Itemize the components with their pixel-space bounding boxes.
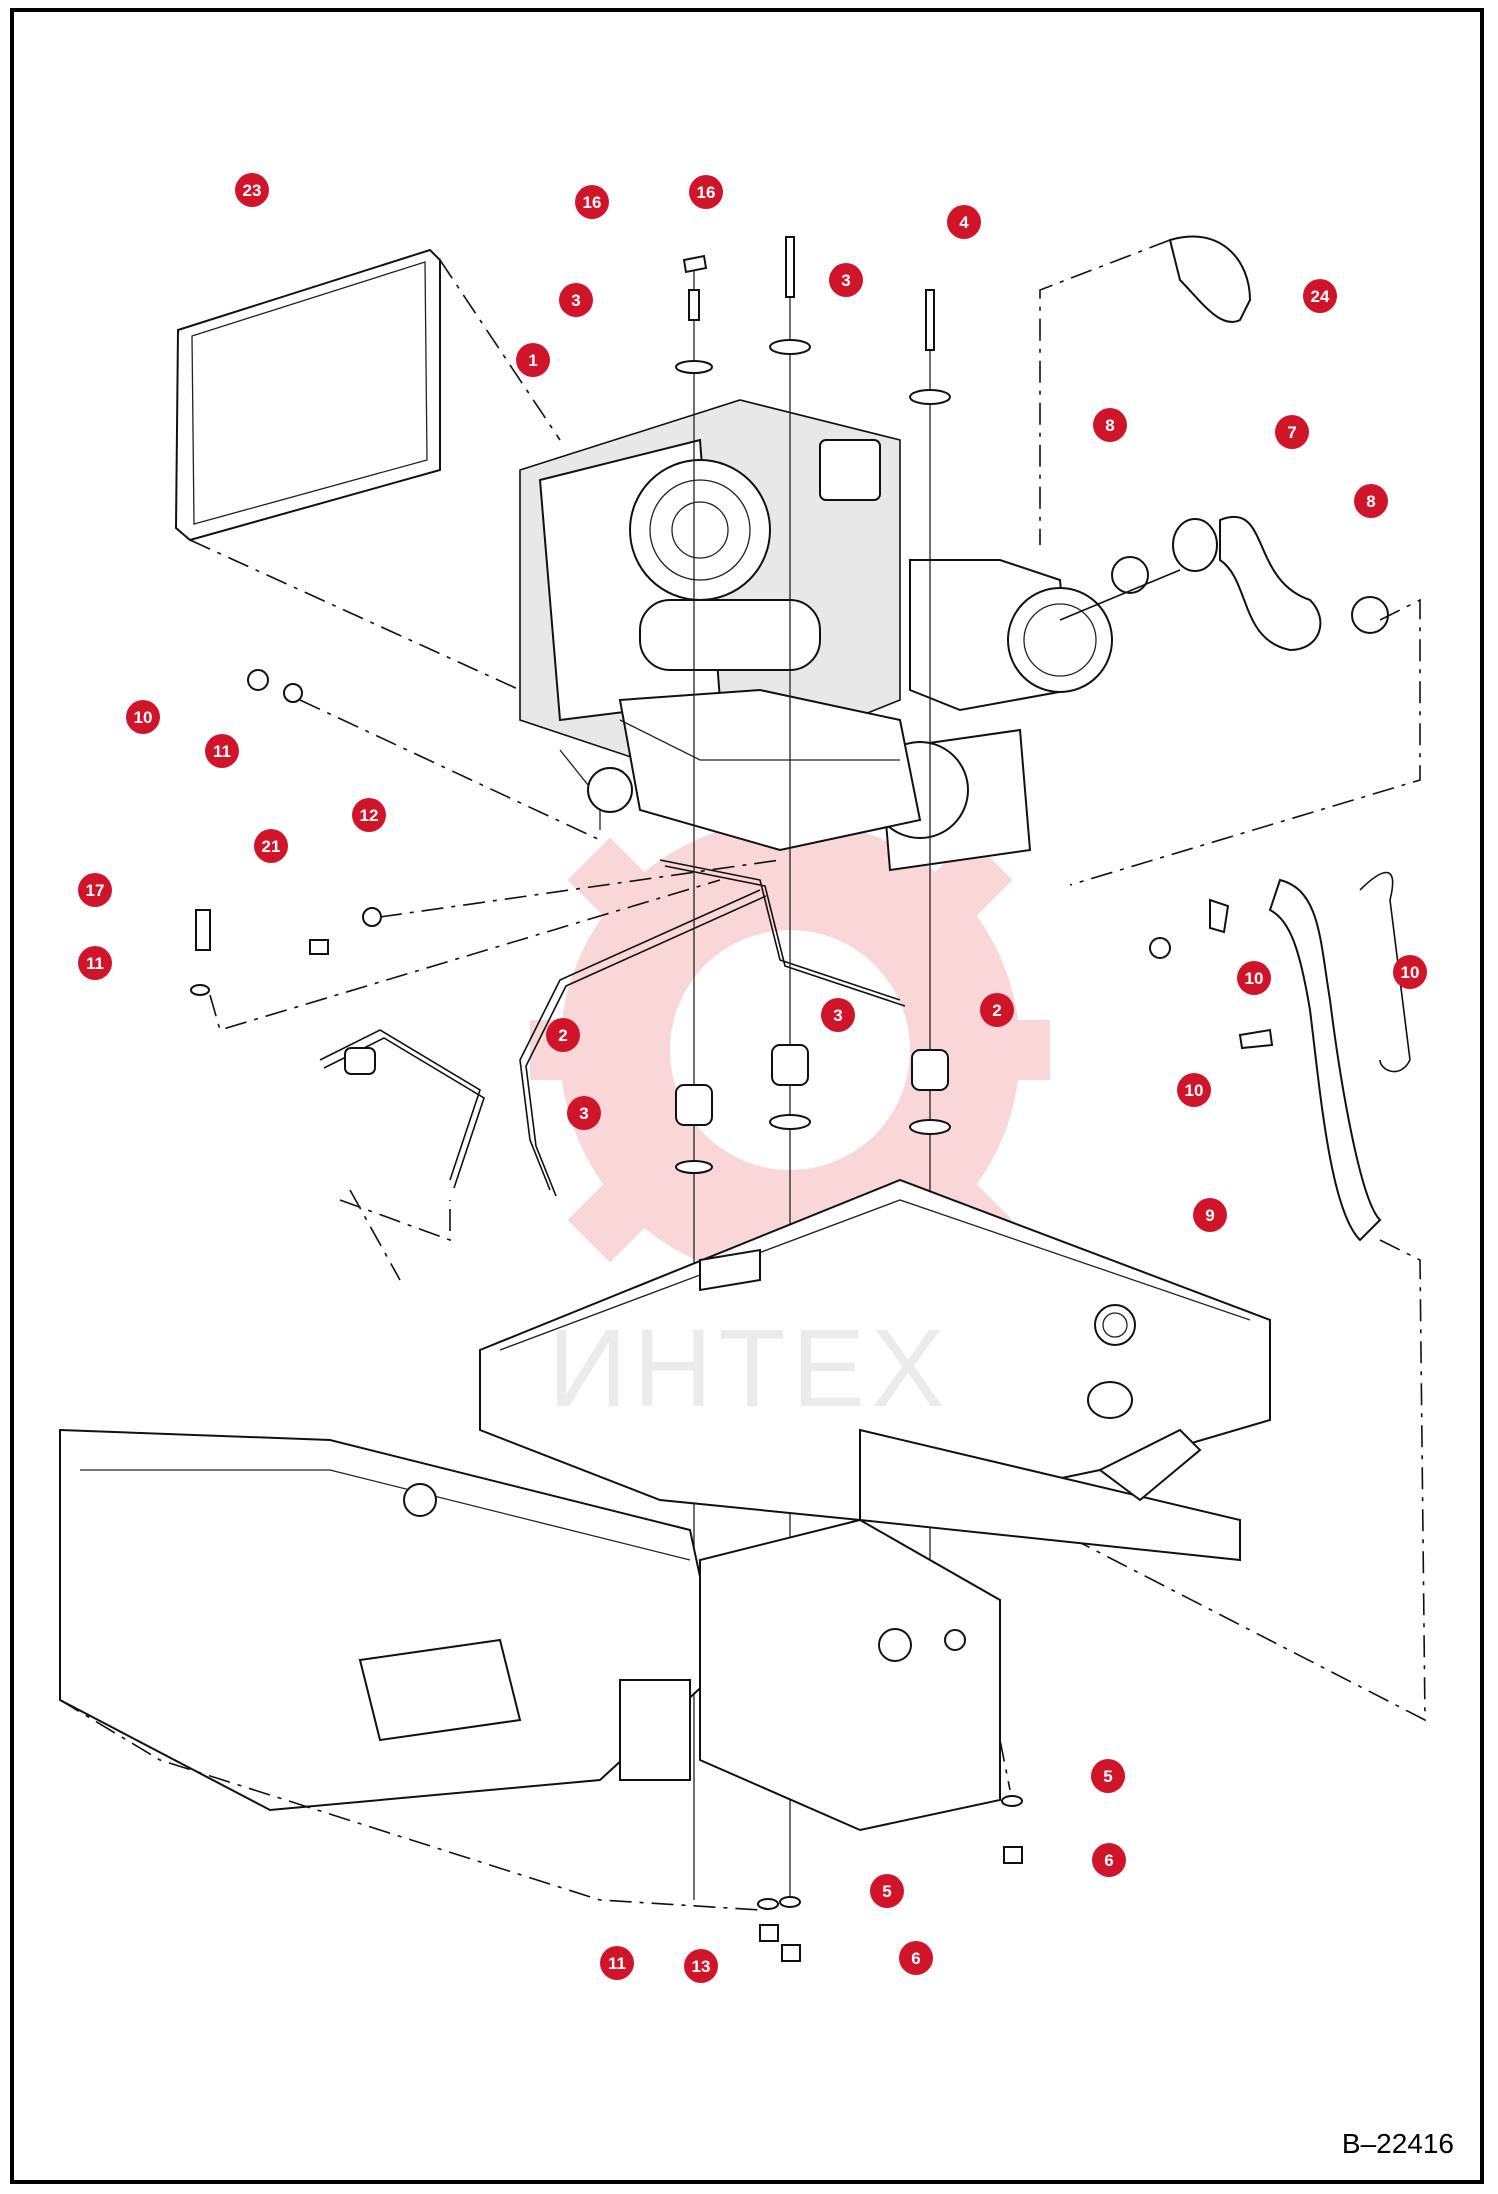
callout-label: 24: [1311, 287, 1330, 306]
callout-label: 12: [360, 806, 379, 825]
callout-2: 2: [980, 993, 1014, 1027]
callout-label: 8: [1105, 416, 1114, 435]
callout-11: 11: [205, 734, 239, 768]
callout-4: 4: [947, 205, 981, 239]
callout-3: 3: [559, 283, 593, 317]
callout-8: 8: [1354, 484, 1388, 518]
callout-16: 16: [575, 185, 609, 219]
callout-label: 11: [86, 954, 104, 973]
callout-12: 12: [352, 798, 386, 832]
callout-9: 9: [1193, 1198, 1227, 1232]
callout-label: 16: [697, 183, 716, 202]
callout-21: 21: [254, 829, 288, 863]
callout-label: 7: [1287, 423, 1296, 442]
callout-23: 23: [235, 173, 269, 207]
callout-11: 11: [78, 946, 112, 980]
callout-17: 17: [78, 873, 112, 907]
callout-label: 3: [841, 271, 850, 290]
radiator-gasket: [174, 248, 561, 691]
watermark-text: ИНТЕХ: [548, 1307, 951, 1430]
callout-label: 16: [583, 193, 602, 212]
callout-8: 8: [1093, 408, 1127, 442]
callout-label: 11: [608, 1954, 626, 1973]
callout-label: 3: [579, 1104, 588, 1123]
upper-hose: [1039, 235, 1252, 545]
callout-3: 3: [829, 263, 863, 297]
callout-label: 6: [1104, 1851, 1113, 1870]
callout-label: 10: [1401, 963, 1420, 982]
callout-16: 16: [689, 175, 723, 209]
callout-label: 10: [134, 708, 153, 727]
callout-label: 2: [558, 1026, 567, 1045]
callout-10: 10: [126, 700, 160, 734]
hardware-leader-lines: [209, 699, 1011, 1791]
callout-label: 10: [1245, 969, 1264, 988]
callout-5: 5: [1091, 1759, 1125, 1793]
callout-3: 3: [567, 1096, 601, 1130]
callout-label: 11: [213, 742, 231, 761]
callout-2: 2: [546, 1018, 580, 1052]
callout-10: 10: [1177, 1073, 1211, 1107]
engine-assembly: [519, 399, 1113, 872]
callout-5: 5: [870, 1874, 904, 1908]
callout-11: 11: [600, 1946, 634, 1980]
callout-label: 6: [911, 1949, 920, 1968]
callout-label: 10: [1185, 1081, 1204, 1100]
fuel-lines: [319, 859, 906, 1197]
callout-label: 17: [86, 881, 105, 900]
callout-label: 3: [571, 291, 580, 310]
callout-label: 9: [1205, 1206, 1214, 1225]
callout-label: 8: [1366, 492, 1375, 511]
mount-hardware: [190, 236, 1274, 1962]
callout-10: 10: [1237, 961, 1271, 995]
callout-6: 6: [899, 1941, 933, 1975]
callout-3: 3: [821, 998, 855, 1032]
callout-label: 21: [262, 837, 281, 856]
callout-label: 4: [959, 213, 969, 232]
callout-10: 10: [1393, 955, 1427, 989]
drawing-number: B–22416: [1341, 2128, 1454, 2159]
callout-13: 13: [684, 1949, 718, 1983]
callout-24: 24: [1303, 279, 1337, 313]
callout-1: 1: [516, 343, 550, 377]
callout-label: 5: [1103, 1767, 1112, 1786]
callout-label: 3: [833, 1006, 842, 1025]
callout-label: 1: [528, 351, 537, 370]
bypass-hose: [899, 871, 1426, 1722]
callout-label: 23: [243, 181, 262, 200]
callout-7: 7: [1275, 415, 1309, 449]
callout-label: 2: [992, 1001, 1001, 1020]
machine-frame: [59, 1178, 1271, 1911]
callout-label: 5: [882, 1882, 891, 1901]
lower-hose: [1059, 515, 1421, 886]
callout-label: 13: [692, 1957, 711, 1976]
callout-6: 6: [1092, 1843, 1126, 1877]
